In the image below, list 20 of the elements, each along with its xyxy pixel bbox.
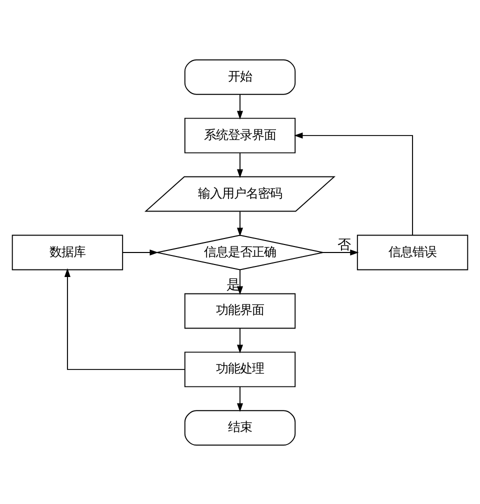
arrow xyxy=(236,386,244,412)
arrow xyxy=(122,248,158,256)
arrow xyxy=(236,152,244,178)
node-box: 数据库 xyxy=(12,234,124,270)
arrow xyxy=(322,248,359,256)
arrow xyxy=(236,210,244,236)
arrow xyxy=(236,94,244,119)
node-diamond: 信息是否正确 xyxy=(156,234,324,270)
arrow xyxy=(64,268,185,370)
arrow xyxy=(236,328,244,353)
node-box: 开始 xyxy=(184,58,296,94)
node-box: 功能界面 xyxy=(184,292,296,328)
edge-label: 是 xyxy=(226,278,240,293)
arrow xyxy=(236,269,244,294)
node-box: 系统登录界面 xyxy=(184,117,296,153)
node-box: 功能处理 xyxy=(184,351,296,387)
node-box: 结束 xyxy=(184,410,296,446)
node-box: 信息错误 xyxy=(356,234,468,270)
edge-label: 否 xyxy=(337,237,350,252)
arrow xyxy=(294,132,414,236)
